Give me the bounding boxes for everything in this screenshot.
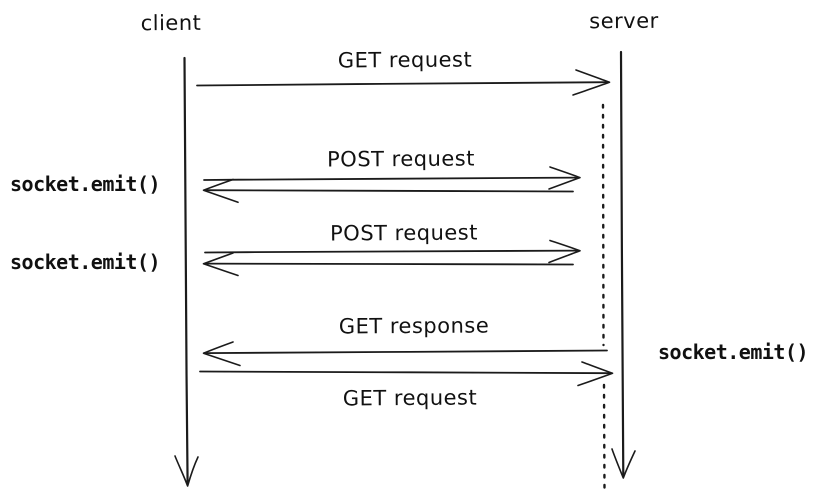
message-label-post-request-1: POST request [326,146,476,172]
message-label-get-response: GET response [338,313,490,339]
annotation-socket-emit-1: socket.emit() [10,172,161,196]
actor-label-server: server [589,8,659,34]
annotation-socket-emit-2: socket.emit() [10,250,161,274]
message-label-post-request-2: POST request [329,220,479,246]
message-label-get-request-bottom: GET request [342,385,478,411]
arrow-post-request-1 [202,166,581,204]
dotted-lifeline [601,103,606,493]
arrow-get-request-bottom [199,361,614,387]
arrow-down-icon [611,448,636,479]
actor-label-client: client [140,10,202,36]
client-lifeline [174,56,199,487]
annotation-socket-emit-3: socket.emit() [658,340,809,364]
server-lifeline [611,50,636,479]
arrow-post-request-2 [202,239,581,277]
arrow-down-icon [174,455,199,487]
message-label-get-request-top: GET request [337,47,473,73]
arrow-get-request-top [196,69,611,96]
arrow-get-response [202,341,608,367]
